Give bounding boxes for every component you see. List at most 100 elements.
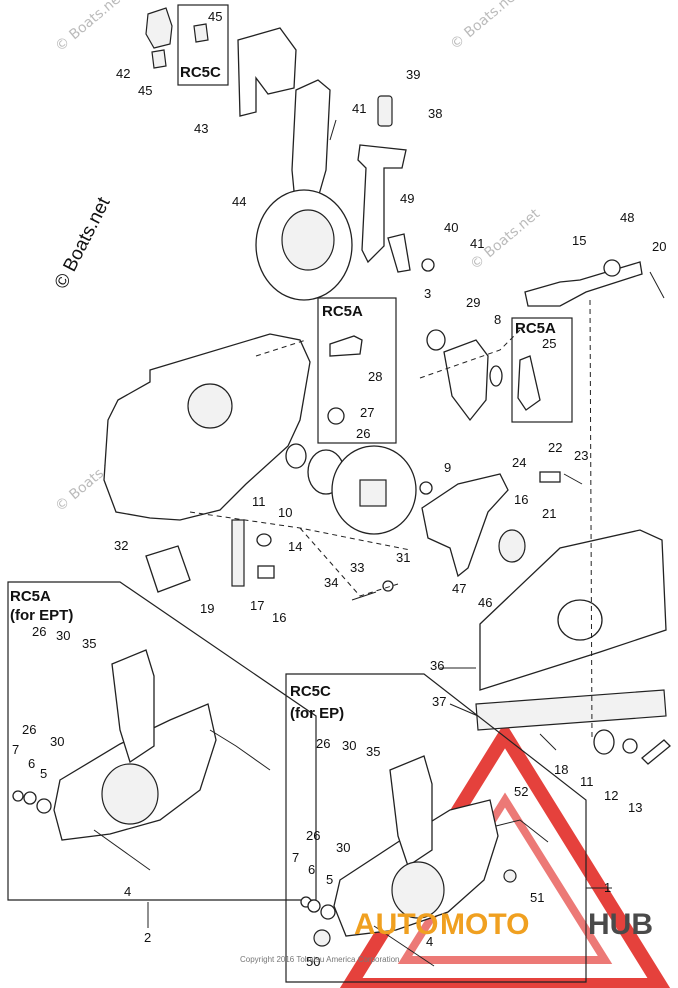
callout-16a: 16 [514, 492, 528, 507]
part-46-wheel [498, 529, 526, 563]
rc5c-ep-label-2: (for EP) [290, 705, 344, 722]
part-33-nut [382, 580, 394, 592]
callout-12: 12 [604, 788, 618, 803]
watermark-top-right: © Boats.net [447, 0, 523, 53]
housing-bearing-bore [187, 383, 233, 429]
rc5c-ep-hub [391, 861, 445, 919]
callout-32: 32 [114, 538, 128, 553]
rc5a-mid-label: RC5A [322, 303, 363, 320]
rc5a-right-label: RC5A [515, 320, 556, 337]
callout-33: 33 [350, 560, 364, 575]
rc5a-ept-washer-6 [23, 791, 37, 805]
part-11-lower-bushing [593, 729, 615, 755]
callout-19: 19 [200, 601, 214, 616]
callout-5a: 5 [40, 766, 47, 781]
callout-22: 22 [548, 440, 562, 455]
callout-2: 2 [144, 930, 151, 945]
callout-26c: 26 [22, 722, 36, 737]
callout-35a: 35 [82, 636, 96, 651]
callout-37: 37 [432, 694, 446, 709]
rc5a-ept-handle [111, 649, 155, 764]
callout-40: 40 [444, 220, 458, 235]
boats-net-watermark: © Boats.net [51, 193, 115, 292]
part-39-spring [377, 95, 393, 127]
callout-36: 36 [430, 658, 444, 673]
part-31-square-bore [359, 479, 387, 507]
rc5c-ep-wiring [495, 819, 549, 843]
assembly-line-2 [299, 527, 399, 597]
callout-26e: 26 [306, 828, 320, 843]
callout-34: 34 [324, 575, 338, 590]
assembly-line-3 [589, 299, 593, 741]
leader-37 [449, 703, 479, 717]
part-32-bracket [145, 545, 191, 593]
part-48-clip [603, 259, 621, 277]
callout-25: 25 [542, 336, 556, 351]
rc5c-ep-grommet-51 [503, 869, 517, 883]
callout-9: 9 [444, 460, 451, 475]
part-20-screw [649, 271, 665, 299]
wordmark-moto: MOTO [440, 908, 529, 941]
part-37-cover-strip [475, 689, 667, 731]
callout-30d: 30 [336, 840, 350, 855]
callout-39: 39 [406, 67, 420, 82]
part-8-washer [489, 365, 503, 387]
callout-labels: 45 42 45 43 44 39 38 41 49 40 41 48 15 2… [12, 9, 666, 969]
part-15-arm [524, 261, 643, 307]
callout-6a: 6 [28, 756, 35, 771]
part-17-clip [257, 565, 275, 579]
part-14-bushing [256, 533, 272, 547]
callout-46: 46 [478, 595, 492, 610]
callout-14: 14 [288, 539, 302, 554]
part-22-spring-mount [539, 471, 561, 483]
rc5a-ept-wiring [209, 729, 271, 771]
callout-45a: 45 [208, 9, 222, 24]
callout-26b: 26 [32, 624, 46, 639]
part-45-plate [193, 23, 209, 43]
callout-15: 15 [572, 233, 586, 248]
callout-45b: 45 [138, 83, 152, 98]
callout-8: 8 [494, 312, 501, 327]
callout-4b: 4 [426, 934, 433, 949]
watermark-top-left: © Boats.net [52, 0, 128, 55]
callout-13: 13 [628, 800, 642, 815]
part-19-strip [231, 519, 245, 587]
rc5c-top-label: RC5C [180, 64, 221, 81]
callout-30c: 30 [342, 738, 356, 753]
part-44-lever-arm [291, 79, 331, 213]
callout-42: 42 [116, 66, 130, 81]
rc5a-ept-washer-5 [36, 798, 52, 814]
part-29-detent-plate [443, 339, 489, 422]
part-11-bushing [285, 443, 307, 469]
callout-30a: 30 [56, 628, 70, 643]
rc5a-ept-hub [101, 763, 159, 825]
callout-31: 31 [396, 550, 410, 565]
part-34-bolt [351, 591, 377, 601]
assembly-line-4 [419, 329, 521, 379]
wordmark-hub: HUB [588, 908, 653, 941]
part-44-lever-gear [281, 209, 335, 271]
callout-27: 27 [360, 405, 374, 420]
callout-51: 51 [530, 890, 544, 905]
part-40-washer [421, 258, 435, 272]
callout-35b: 35 [366, 744, 380, 759]
part-25-switch-lever [517, 355, 541, 411]
rc5a-mid-box [317, 297, 397, 444]
wordmark-auto: AUTO [354, 908, 438, 941]
part-47-cam-plate [421, 473, 509, 578]
callout-1: 1 [604, 880, 611, 895]
rc5c-ep-washer-6 [307, 899, 321, 913]
part-13-bolt [641, 739, 671, 765]
rc5c-ep-washer-5 [320, 904, 336, 920]
rc5a-ept-screw-7 [12, 790, 24, 802]
callout-18: 18 [554, 762, 568, 777]
callout-21: 21 [542, 506, 556, 521]
part-41-screw [329, 119, 337, 141]
rc5c-ep-box [285, 673, 587, 983]
part-43-handle-grip [237, 27, 297, 117]
callout-41b: 41 [470, 236, 484, 251]
callout-50: 50 [306, 954, 320, 969]
callout-23: 23 [574, 448, 588, 463]
callout-38: 38 [428, 106, 442, 121]
